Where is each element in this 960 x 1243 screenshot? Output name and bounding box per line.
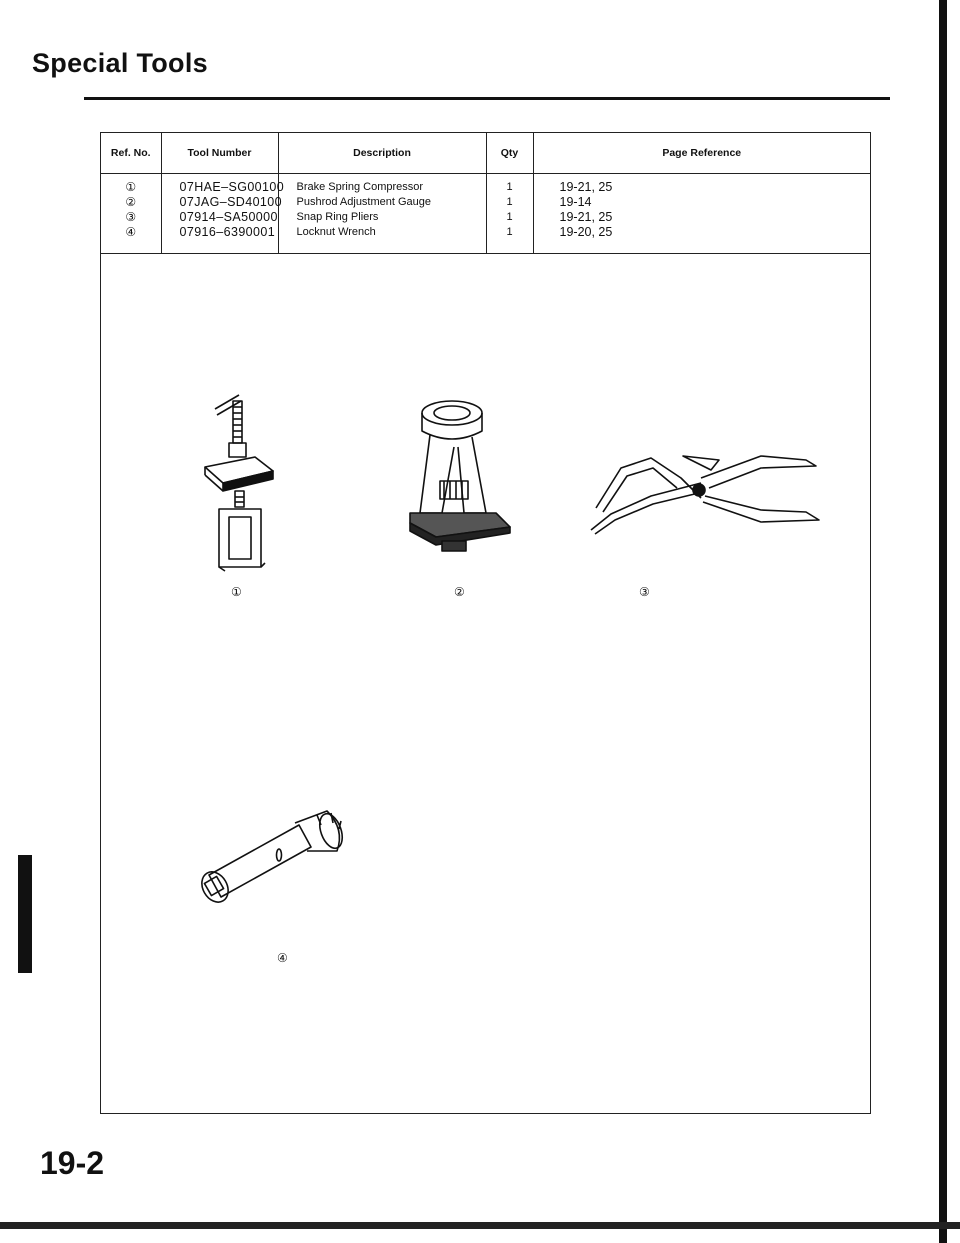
column-header-ref-no: Ref. No. (101, 133, 161, 174)
section-tab-marker (18, 855, 32, 973)
tool-qty: 1 (506, 181, 513, 193)
brake-spring-compressor-illustration (204, 394, 274, 572)
page-edge-bar (939, 0, 947, 1243)
tool-qty: 1 (506, 211, 513, 223)
column-header-page-reference: Page Reference (532, 133, 870, 174)
table-row: ① ② ③ ④ 07HAE–SG00100 07JAG–SD40100 0791… (101, 173, 870, 254)
column-header-qty: Qty (485, 133, 533, 174)
pushrod-adjustment-gauge-illustration (409, 400, 511, 552)
ref-no: ④ (125, 225, 137, 239)
figure-label-4: ④ (277, 951, 288, 965)
page-title: Special Tools (32, 48, 208, 78)
description-cell: Brake Spring Compressor Pushrod Adjustme… (277, 173, 486, 254)
special-tools-frame: Ref. No. Tool Number Description Qty Pag… (100, 132, 871, 1114)
column-header-description: Description (277, 133, 486, 174)
figure-label-3: ③ (639, 585, 650, 599)
page-reference: 19-20, 25 (559, 225, 613, 239)
title-rule (84, 97, 890, 100)
page-reference: 19-21, 25 (559, 210, 613, 224)
ref-no: ③ (125, 210, 137, 224)
column-header-tool-number: Tool Number (160, 133, 278, 174)
ref-no-cell: ① ② ③ ④ (101, 173, 161, 254)
tool-description: Brake Spring Compressor (296, 181, 424, 193)
figure-label-2: ② (454, 585, 465, 599)
ref-no: ② (125, 195, 137, 209)
tool-number: 07914–SA50000 (179, 210, 278, 224)
page-reference: 19-14 (559, 195, 592, 209)
tool-description: Snap Ring Pliers (296, 211, 379, 223)
ref-no: ① (125, 180, 137, 194)
locknut-wrench-illustration (201, 810, 344, 903)
tool-number: 07916–6390001 (179, 225, 276, 239)
tool-description: Pushrod Adjustment Gauge (296, 196, 432, 208)
tool-number-cell: 07HAE–SG00100 07JAG–SD40100 07914–SA5000… (160, 173, 285, 254)
page-reference: 19-21, 25 (559, 180, 613, 194)
special-tools-table: Ref. No. Tool Number Description Qty Pag… (101, 133, 870, 254)
page-number: 19-2 (40, 1145, 105, 1181)
tool-number: 07HAE–SG00100 (179, 180, 285, 194)
table-header-row: Ref. No. Tool Number Description Qty Pag… (101, 133, 870, 174)
tool-qty: 1 (506, 226, 513, 238)
page-reference-cell: 19-21, 25 19-14 19-21, 25 19-20, 25 (532, 173, 870, 254)
tool-qty: 1 (506, 196, 513, 208)
tool-number: 07JAG–SD40100 (179, 195, 282, 209)
bottom-rule (0, 1222, 960, 1229)
qty-cell: 1 1 1 1 (485, 173, 533, 254)
snap-ring-pliers-illustration (590, 455, 820, 535)
tool-description: Locknut Wrench (296, 226, 376, 238)
figure-label-1: ① (231, 585, 242, 599)
